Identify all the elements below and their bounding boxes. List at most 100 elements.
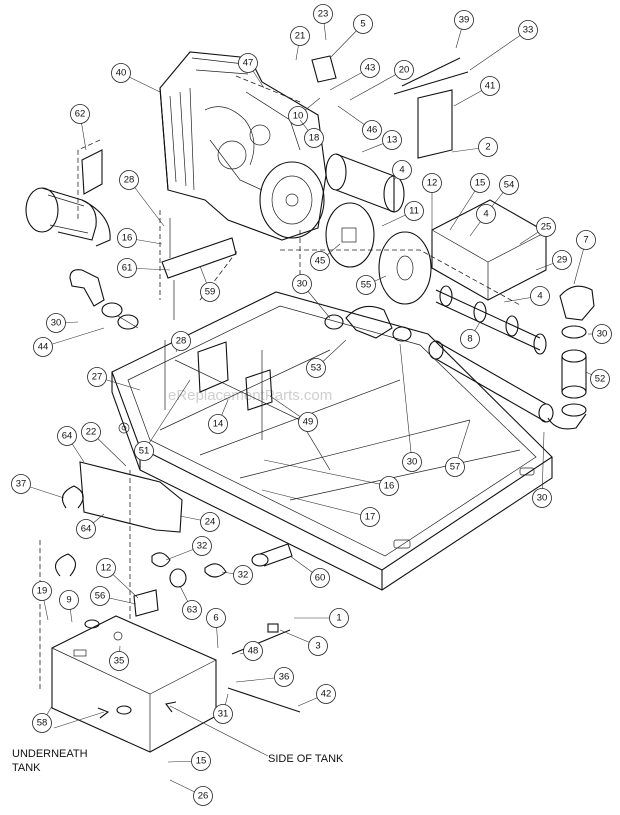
callout-30: 30 [532, 488, 552, 508]
callout-circle [552, 250, 572, 270]
callout-number: 46 [367, 125, 378, 136]
callout-47: 47 [238, 53, 258, 73]
callout-circle [292, 274, 312, 294]
callout-7: 7 [576, 230, 596, 250]
callout-25: 25 [536, 217, 556, 237]
callout-number: 33 [523, 25, 534, 36]
callout-24: 24 [200, 512, 220, 532]
callout-leader [469, 29, 529, 71]
callout-number: 48 [248, 646, 259, 657]
callout-number: 36 [279, 672, 290, 683]
callout-circle [356, 275, 376, 295]
callout-9: 9 [59, 590, 79, 610]
callout-number: 30 [297, 279, 308, 290]
intake-elbow [69, 269, 139, 330]
callout-3: 3 [308, 636, 328, 656]
callout-28: 28 [119, 170, 139, 190]
callout-17: 17 [360, 507, 380, 527]
air-cleaner [25, 149, 111, 247]
callout-number: 64 [62, 431, 73, 442]
callout-number: 64 [81, 524, 92, 535]
callout-number: 44 [38, 342, 49, 353]
callout-number: 55 [361, 280, 372, 291]
assembly-lines [39, 75, 521, 690]
callout-15: 15 [191, 751, 211, 771]
callout-number: 14 [213, 419, 224, 430]
callout-circle [298, 412, 318, 432]
callout-5: 5 [353, 14, 373, 34]
callout-2: 2 [478, 137, 498, 157]
callout-30: 30 [592, 324, 612, 344]
callout-number: 3 [315, 641, 320, 652]
callout-circle [57, 426, 77, 446]
callout-circle [171, 331, 191, 351]
callout-52: 52 [590, 369, 610, 389]
callout-circle [46, 313, 66, 333]
heat-shield [325, 202, 432, 305]
callout-circle [191, 751, 211, 771]
callout-16: 16 [117, 228, 137, 248]
watermark: eReplacementParts.com [168, 387, 332, 404]
callout-number: 8 [467, 334, 472, 345]
callout-circle [592, 324, 612, 344]
callout-number: 4 [537, 291, 542, 302]
callout-number: 30 [537, 493, 548, 504]
callout-number: 23 [318, 9, 329, 20]
callout-circle [193, 786, 213, 806]
callout-4: 4 [476, 204, 496, 224]
callout-circle [117, 258, 137, 278]
callout-62: 62 [70, 104, 90, 124]
callout-number: 4 [483, 209, 488, 220]
callout-number: 63 [187, 605, 198, 616]
callout-20: 20 [394, 60, 414, 80]
callout-circle [362, 120, 382, 140]
callout-40: 40 [111, 63, 131, 83]
callout-circle [460, 329, 480, 349]
callout-number: 6 [213, 613, 218, 624]
callout-circle [454, 10, 474, 30]
callout-58: 58 [32, 713, 52, 733]
callout-60: 60 [310, 568, 330, 588]
callout-circle [274, 667, 294, 687]
callout-leader [42, 327, 105, 348]
callout-number: 56 [95, 591, 106, 602]
callout-circle [470, 173, 490, 193]
callout-circle [308, 636, 328, 656]
callout-28: 28 [171, 331, 191, 351]
callout-number: 54 [504, 180, 515, 191]
callout-number: 61 [122, 263, 133, 274]
callout-number: 60 [315, 573, 326, 584]
callout-4: 4 [530, 286, 550, 306]
callout-30: 30 [46, 313, 66, 333]
callout-4: 4 [392, 160, 412, 180]
callout-number: 11 [409, 206, 419, 217]
callout-number: 30 [51, 318, 62, 329]
callout-64: 64 [57, 426, 77, 446]
callout-12: 12 [96, 558, 116, 578]
callout-31: 31 [213, 704, 233, 724]
callout-number: 42 [321, 689, 332, 700]
callout-number: 32 [238, 570, 249, 581]
callout-number: 2 [485, 142, 490, 153]
callout-number: 28 [176, 336, 187, 347]
callout-11: 11 [404, 201, 424, 221]
callout-circle [76, 519, 96, 539]
callout-49: 49 [298, 412, 318, 432]
callout-circle [313, 4, 333, 24]
callout-number: 28 [124, 175, 135, 186]
callout-circle [70, 104, 90, 124]
callout-number: 15 [196, 756, 207, 767]
callout-circle [119, 170, 139, 190]
callout-55: 55 [356, 275, 376, 295]
callout-1: 1 [329, 608, 349, 628]
callout-leader [263, 459, 390, 487]
callout-leader [143, 379, 191, 452]
callout-circle [117, 228, 137, 248]
callout-circle [206, 608, 226, 628]
callout-number: 12 [427, 178, 438, 189]
callout-37: 37 [11, 474, 31, 494]
right-hose [547, 285, 595, 430]
underneath-label-line2: TANK [12, 762, 41, 774]
